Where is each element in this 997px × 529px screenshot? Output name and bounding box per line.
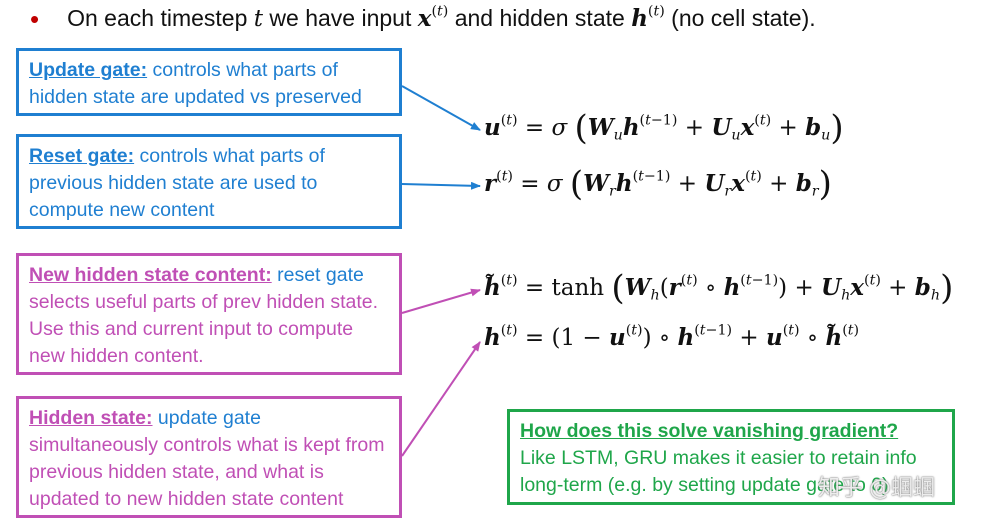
update-gate-box: Update gate: controls what parts of hidd…: [16, 48, 402, 116]
equation-new-content: h̃(t) = tanh (Wh(r(t) ∘ h(t−1)) + Uhx(t)…: [484, 268, 954, 308]
new-content-box: New hidden state content: reset gate sel…: [16, 253, 402, 375]
hidden-state-title: Hidden state:: [29, 407, 153, 429]
vanishing-gradient-title: How does this solve vanishing gradient?: [520, 420, 899, 442]
intro-input-symbol: x(t): [417, 3, 449, 32]
hidden-state-body: simultaneously controls what is kept fro…: [29, 434, 385, 510]
reset-gate-box: Reset gate: controls what parts of previ…: [16, 134, 402, 229]
reset-gate-body: controls what parts of previous hidden s…: [29, 145, 325, 221]
intro-text-c: and hidden state: [448, 5, 632, 31]
hidden-state-update-gate: update gate: [152, 407, 261, 429]
watermark: 知乎 @蝈蝈: [818, 476, 935, 501]
intro-text-a: On each timestep: [67, 5, 254, 31]
intro-hidden-symbol: h(t): [631, 3, 665, 32]
new-content-body: selects useful parts of prev hidden stat…: [29, 291, 379, 367]
equation-update-gate: u(t) = σ (Wuh(t−1) + Uux(t) + bu): [484, 108, 844, 148]
reset-gate-title: Reset gate:: [29, 145, 135, 167]
arrow-update-gate: [401, 85, 481, 131]
hidden-state-box: Hidden state: update gate simultaneously…: [16, 396, 402, 518]
update-gate-body: controls what parts of hidden state are …: [29, 59, 362, 108]
update-gate-title: Update gate:: [29, 59, 148, 81]
vanishing-gradient-box: How does this solve vanishing gradient? …: [507, 409, 955, 505]
vanishing-gradient-body: Like LSTM, GRU makes it easier to retain…: [520, 447, 917, 496]
new-content-reset-gate: reset gate: [271, 264, 364, 286]
intro-text-b: we have input: [263, 5, 418, 31]
equation-hidden-state: h(t) = (1 − u(t)) ∘ h(t−1) + u(t) ∘ h̃(t…: [484, 322, 860, 351]
intro-text-d: (no cell state).: [664, 5, 816, 31]
equation-reset-gate: r(t) = σ (Wrh(t−1) + Urx(t) + br): [484, 164, 832, 204]
arrow-hidden-state: [401, 341, 481, 457]
arrow-new-content: [401, 288, 481, 314]
intro-var-t: t: [253, 6, 264, 32]
new-content-title: New hidden state content:: [29, 264, 272, 286]
intro-line: • On each timestep t we have input x(t) a…: [30, 4, 816, 35]
arrow-reset-gate: [401, 181, 481, 190]
bullet-icon: •: [30, 4, 40, 34]
